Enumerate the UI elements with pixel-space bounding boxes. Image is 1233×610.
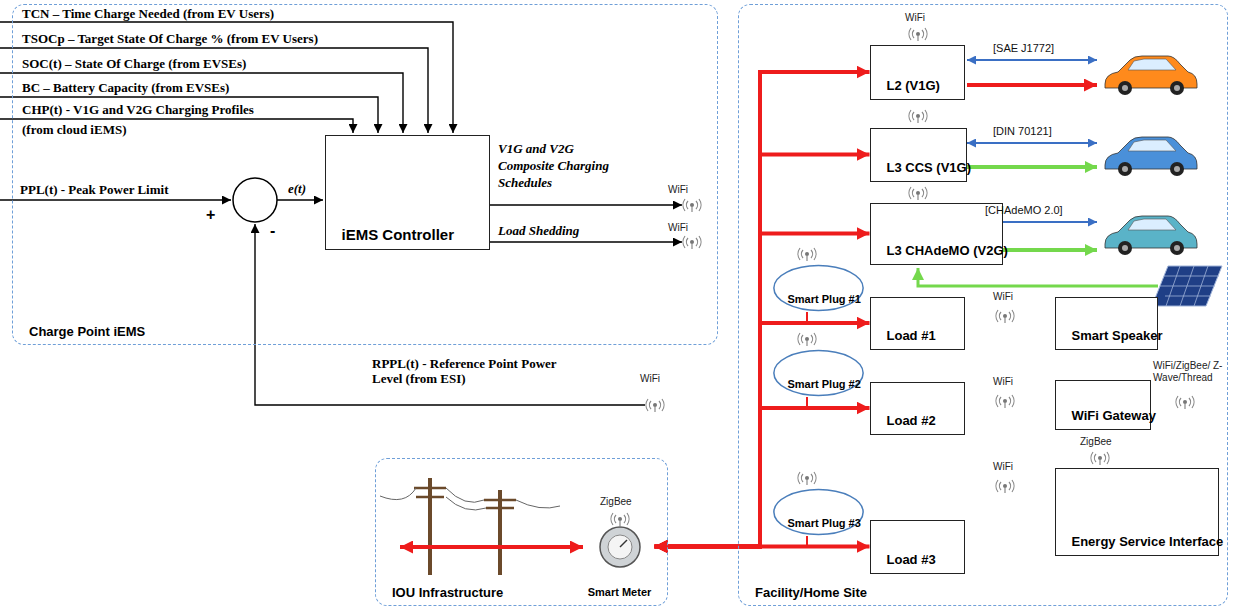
power-line [655,323,870,547]
smart-meter: Smart Meter [585,522,655,600]
node-label: Smart Meter [585,586,655,598]
feedback-label: RPPL(t) - Reference Point Power Level (f… [372,356,582,386]
panel-title: Charge Point iEMS [29,324,145,339]
wifi-label: WiFi [993,376,1013,388]
node-label: WiFi Gateway [1072,408,1138,424]
signal-label: e(t) [288,180,306,197]
system-panel: Charge Point iEMS iEMS Controller [12,4,718,345]
summing-junction [233,178,277,222]
device-box: Energy Service Interface [1055,468,1219,556]
sign-label: - [270,222,275,240]
protocol-label: [SAE J1772] [993,42,1054,55]
charger-box: L2 (V1G) [870,45,965,100]
input-label: PPL(t) - Peak Power Limit [20,182,169,197]
node-label: L3 CCS (V1G) [887,160,951,176]
power-line [655,408,870,547]
input-label: CHP(t) - V1G and V2G Charging Profiles [22,102,254,117]
input-label: BC – Battery Capacity (from EVSEs) [22,80,229,95]
grid-feed [400,545,583,549]
power-line [655,545,870,549]
electric-cars [1105,56,1197,255]
node-label: L3 CHAdeMO (V2G) [887,243,967,259]
smart-plug: Smart Plug #3 [772,488,865,536]
output-label: V1G and V2G Composite Charging Schedules [498,140,628,191]
charger-box: L3 CHAdeMO (V2G) [870,203,1003,265]
node-label: Load #3 [887,552,936,568]
power-line [655,234,870,547]
wifi-label: WiFi [993,291,1013,303]
smart-plug: Smart Plug #2 [772,349,865,397]
solar-panel [1152,266,1222,306]
power-line [655,155,870,547]
node-label: L2 (V1G) [887,78,939,94]
load-box: Load #1 [870,297,965,350]
wifi-label: WiFi [993,461,1013,473]
node-label: Smart Plug #1 [788,293,840,306]
node-label: Smart Speaker [1072,328,1134,344]
node-label: Smart Plug #3 [788,517,840,530]
wifi-label: WiFi [640,373,660,385]
output-label: Load Shedding [498,222,579,239]
utility-poles [380,478,560,575]
wifi-label: WiFi [905,12,925,24]
zigbee-label: ZigBee [600,496,632,508]
device-box: WiFi Gateway [1055,380,1151,430]
protocol-label: [DIN 70121] [993,125,1052,138]
protocol-label: [CHAdeMO 2.0] [985,204,1063,217]
node-label: Energy Service Interface [1072,534,1136,550]
power-line [655,72,870,547]
site-panel: Facility/Home Site L2 (V1G) L3 CCS (V1G) L3… [738,4,1228,606]
radio-label: WiFi/ZigBee/ Z-Wave/Thread [1153,360,1227,384]
charger-box: L3 CCS (V1G) [870,128,967,182]
controller-box: iEMS Controller [325,135,490,250]
device-box: Smart Speaker [1055,297,1158,350]
input-label: TSOCp – Target State Of Charge % (from E… [22,31,318,46]
wifi-label: WiFi [668,184,688,196]
zigbee-label: ZigBee [1080,436,1112,448]
input-label: TCN – Time Charge Needed (from EV Users) [22,6,274,21]
input-label: (from cloud iEMS) [22,122,126,137]
node-label: Load #2 [887,413,936,429]
utility-panel: IOU Infrastructure Smart Meter [375,458,668,606]
input-lines [0,22,682,405]
node-label: Smart Plug #2 [788,378,840,391]
node-label: Load #1 [887,328,936,344]
panel-title: IOU Infrastructure [392,585,503,600]
input-label: SOC(t) – State Of Charge (from EVSEs) [22,56,246,71]
smart-plug: Smart Plug #1 [772,264,865,312]
sign-label: + [206,206,215,224]
wifi-label: WiFi [668,222,688,234]
load-box: Load #3 [870,520,965,574]
meter-icon [600,527,640,567]
wifi-icons [611,28,1194,526]
load-box: Load #2 [870,382,965,435]
node-label: iEMS Controller [342,226,432,244]
panel-title: Facility/Home Site [755,585,867,600]
